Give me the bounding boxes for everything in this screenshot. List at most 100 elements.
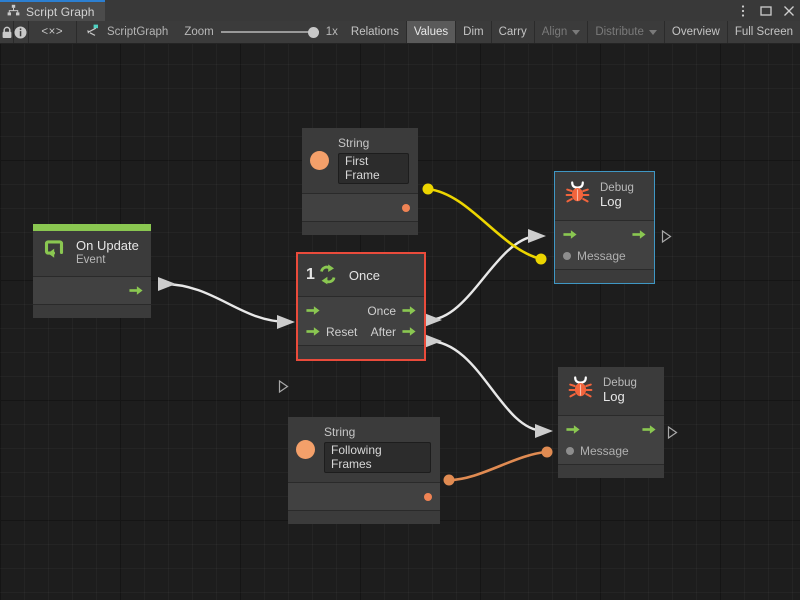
zoom-control[interactable]: Zoom 1x [178,21,344,43]
zoom-value: 1x [325,26,338,38]
node-string-following-frames[interactable]: String Following Frames [288,417,440,525]
flow-in-port[interactable] [306,305,320,316]
node-footer [33,304,151,318]
node-header: Debug Log [555,172,654,220]
flow-arrow-icon [306,327,320,336]
node-title-block: Debug Log [603,377,637,405]
relations-label: Relations [350,26,399,38]
flow-arrow-icon [402,327,416,336]
full-screen-button[interactable]: Full Screen [727,21,800,43]
message-in-port[interactable]: Message [563,249,626,263]
flow-arrow-icon [563,230,577,239]
once-loop-icon: 1 [306,263,340,287]
flow-arrow-icon [129,286,143,295]
distribute-dropdown[interactable]: Distribute [588,21,665,43]
node-subtitle: Event [76,254,106,267]
node-footer [302,221,418,236]
tab-script-graph[interactable]: Script Graph [0,0,105,21]
zoom-slider[interactable] [220,26,319,38]
flow-out-after-port[interactable]: After [371,325,416,339]
overview-button[interactable]: Overview [664,21,728,43]
reset-in-port[interactable]: Reset [306,325,357,339]
info-icon[interactable] [14,21,29,43]
port-row-once[interactable]: Once [298,300,424,321]
flow-out-port[interactable] [129,285,143,296]
port-row-message[interactable]: Message [558,440,664,461]
node-title-block: String Following Frames [324,425,431,474]
node-title-block: On Update Event [76,238,139,267]
maximize-icon[interactable] [759,4,773,18]
node-once[interactable]: 1 Once [296,252,426,361]
node-header: 1 Once [298,254,424,296]
flow-arrow-icon [306,306,320,315]
node-debug-log-top[interactable]: Debug Log [554,171,655,284]
event-loop-icon [41,238,67,269]
node-title: Log [600,194,622,210]
once-badge: 1 [306,266,315,283]
node-body: Message [555,220,654,269]
node-accent-bar [33,224,151,231]
port-row[interactable] [33,280,151,301]
value-out-port[interactable] [402,203,410,212]
graph-canvas[interactable]: On Update Event [0,44,800,600]
port-row-flow[interactable] [558,419,664,440]
node-header: Debug Log [558,367,664,415]
relations-button[interactable]: Relations [343,21,407,43]
port-row-message[interactable]: Message [555,245,654,266]
flow-out-connector-icon[interactable] [661,230,672,243]
close-icon[interactable] [782,4,796,18]
breadcrumb-label: ScriptGraph [106,26,169,38]
graph-icon [7,4,20,20]
value-in-port-dot [566,446,574,455]
breadcrumb[interactable]: ScriptGraph [76,21,179,43]
more-options-icon[interactable] [736,4,750,18]
angle-brackets-icon[interactable]: <×> [28,21,77,43]
zoom-label: Zoom [184,26,214,38]
align-label: Align [541,26,568,38]
align-dropdown[interactable]: Align [534,21,589,43]
string-value-icon [296,440,315,460]
port-row-flow[interactable] [555,224,654,245]
string-value-input[interactable]: Following Frames [324,441,431,474]
node-debug-log-bottom[interactable]: Debug Log [558,367,664,478]
values-button[interactable]: Values [406,21,457,43]
values-label: Values [413,26,449,38]
flow-arrow-icon [566,425,580,434]
flow-out-once-port[interactable]: Once [367,304,416,318]
value-in-port-dot [563,251,571,260]
node-body: Once Reset [298,296,424,345]
window-title-bar: Script Graph [0,0,800,21]
port-row[interactable] [288,486,440,507]
flow-out-port[interactable] [642,424,656,435]
port-row-reset[interactable]: Reset After [298,321,424,342]
full-screen-label: Full Screen [734,26,793,38]
reset-label: Reset [326,324,358,339]
node-header: String Following Frames [288,417,440,483]
flow-arrow-icon [632,230,646,239]
node-body [302,193,418,222]
flow-out-connector-icon[interactable] [667,426,678,439]
node-footer [298,345,424,359]
node-body [33,276,151,304]
bug-icon [567,375,594,407]
overview-label: Overview [671,26,720,38]
node-on-update[interactable]: On Update Event [33,224,151,318]
dim-button[interactable]: Dim [456,21,492,43]
message-label: Message [577,248,626,263]
value-out-port[interactable] [424,492,432,501]
flow-out-port[interactable] [632,229,646,240]
zoom-slider-knob[interactable] [307,26,319,38]
string-value-input[interactable]: First Frame [338,152,409,185]
flow-in-port[interactable] [563,229,577,240]
flow-in-port[interactable] [566,424,580,435]
chevron-down-icon [572,29,581,35]
message-in-port[interactable]: Message [566,444,629,458]
node-string-first-frame[interactable]: String First Frame [302,128,418,236]
node-title-block: Debug Log [600,182,634,210]
bug-icon [564,180,591,212]
graph-toolbar: <×> ScriptGraph Zoom 1x Relations [0,21,800,44]
port-row[interactable] [302,197,418,218]
lock-icon[interactable] [0,21,15,43]
carry-button[interactable]: Carry [491,21,535,43]
reset-in-connector-icon[interactable] [278,380,289,393]
